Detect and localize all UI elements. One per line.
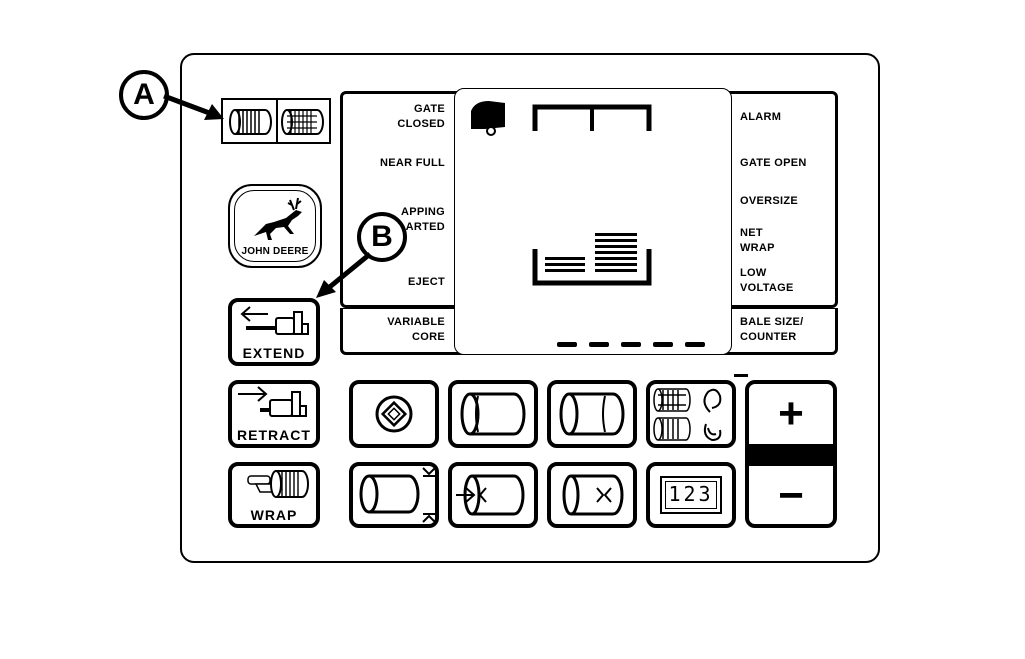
bale-icon	[229, 109, 272, 135]
retract-label: RETRACT	[237, 427, 311, 443]
minus-button[interactable]: −	[745, 462, 837, 528]
callout-a-arrow	[163, 93, 224, 120]
divider	[276, 100, 278, 142]
bale-size-button[interactable]	[349, 462, 439, 528]
wrap-button[interactable]: WRAP	[228, 462, 320, 528]
logo-text: JOHN DEERE	[241, 246, 309, 257]
label-alarm: ALARM	[740, 111, 782, 123]
callout-a: A	[119, 70, 169, 120]
lcd-screen	[454, 88, 732, 355]
bale-type-indicator	[221, 98, 331, 144]
net-bale-icon	[281, 109, 324, 135]
label-gate-open: GATE OPEN	[740, 157, 807, 169]
bale-right-button[interactable]	[547, 380, 637, 448]
twine-rotate-icon	[653, 388, 722, 442]
bale-roll-icon	[562, 474, 624, 516]
divider	[734, 374, 748, 377]
diamond-icon	[375, 395, 413, 433]
bale-roll-icon	[460, 392, 526, 436]
label-gate-closed: GATE CLOSED	[397, 103, 445, 130]
label-eject: EJECT	[408, 276, 445, 288]
callout-a-label: A	[133, 78, 155, 111]
label-oversize: OVERSIZE	[740, 195, 799, 207]
retract-arrow-icon	[238, 386, 307, 417]
variable-core-button[interactable]	[349, 380, 439, 448]
core-right-button[interactable]	[547, 462, 637, 528]
retract-button[interactable]: RETRACT	[228, 380, 320, 448]
extend-label: EXTEND	[242, 345, 306, 361]
counter-icon: 123	[660, 476, 722, 514]
label-variable-core: VARIABLE CORE	[387, 316, 445, 343]
label-bale-size-counter: BALE SIZE/ COUNTER	[740, 316, 804, 343]
plus-button[interactable]: +	[745, 380, 837, 448]
core-left-button[interactable]	[448, 462, 538, 528]
counter-digits: 123	[665, 481, 717, 509]
wrap-label: WRAP	[250, 507, 298, 523]
label-net-wrap: NET WRAP	[740, 227, 775, 254]
label-low-voltage: LOW VOLTAGE	[740, 267, 794, 294]
lcd-graphics	[471, 101, 705, 347]
plus-minus-divider	[745, 446, 837, 464]
bale-roll-icon	[456, 474, 525, 516]
plus-label: +	[778, 389, 804, 438]
bale-roll-icon	[559, 392, 625, 436]
twine-wrap-button[interactable]	[646, 380, 736, 448]
callout-b-label: B	[371, 220, 393, 253]
label-near-full: NEAR FULL	[379, 157, 445, 169]
wrap-hand-icon	[247, 470, 309, 498]
counter-button[interactable]: 123	[646, 462, 736, 528]
john-deere-logo: JOHN DEERE	[228, 184, 322, 268]
label-wrapping-started: APPING ARTED	[401, 206, 445, 233]
extend-arrow-icon	[240, 306, 309, 335]
callout-b-arrow	[316, 252, 372, 298]
bale-roll-icon	[359, 467, 435, 523]
baler-icon	[471, 101, 505, 136]
callout-b: B	[357, 212, 407, 262]
extend-button[interactable]: EXTEND	[228, 298, 320, 366]
deer-logo-icon	[254, 197, 302, 240]
bale-left-button[interactable]	[448, 380, 538, 448]
minus-label: −	[778, 471, 804, 520]
